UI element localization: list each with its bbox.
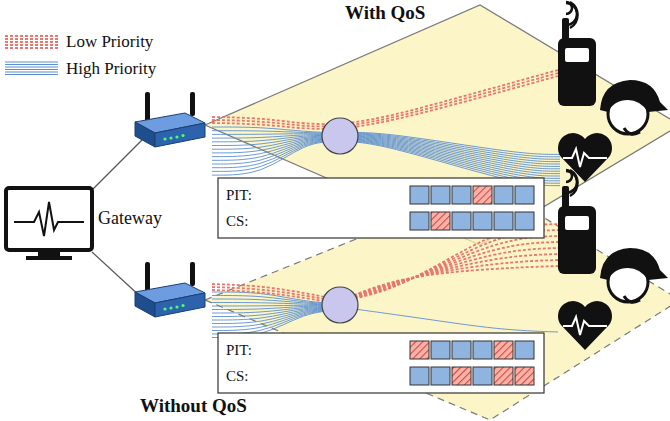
low-priority-entry [515, 367, 534, 385]
table-frame [218, 333, 544, 393]
router-icon [135, 262, 205, 317]
relay-node [322, 287, 358, 323]
high-priority-entry [452, 341, 471, 359]
low-priority-flow [340, 260, 558, 301]
table-row-label: CS: [226, 208, 536, 234]
firefighter-devices [558, 2, 668, 182]
table-row-label: CS: [226, 363, 536, 389]
low-priority-flow [212, 284, 340, 300]
region-shape [205, 5, 670, 245]
low-priority-flow [212, 76, 558, 129]
high-priority-flow [212, 303, 340, 306]
high-priority-flow [212, 296, 340, 305]
low-priority-flow [212, 287, 340, 302]
high-priority-entry [473, 341, 492, 359]
table-row-label: PIT: [226, 182, 536, 208]
low-priority-flow [340, 248, 558, 301]
low-priority-flow [340, 254, 558, 301]
table-box: PIT:CS: [218, 178, 544, 238]
legend-label: Low Priority [66, 32, 153, 52]
high-priority-entry [431, 367, 450, 385]
high-priority-flow [212, 310, 340, 334]
legend-samples [5, 36, 58, 75]
low-priority-flow [340, 230, 558, 301]
low-priority-entry [494, 367, 513, 385]
low-priority-flow [212, 70, 558, 124]
high-priority-entry [431, 341, 450, 359]
high-priority-entry [410, 212, 429, 230]
low-priority-entry [431, 212, 450, 230]
traffic-streams [212, 70, 560, 338]
table-row-label: PIT: [226, 337, 536, 363]
table-frame [218, 178, 544, 238]
gateway-label: Gateway [98, 208, 162, 229]
low-priority-flow [212, 73, 558, 126]
table-cells [410, 186, 534, 385]
low-priority-entry [410, 341, 429, 359]
legend-label: High Priority [66, 59, 156, 79]
high-priority-entry [494, 186, 513, 204]
low-priority-flow [212, 290, 340, 304]
region-title: Without QoS [140, 395, 247, 417]
firefighter-devices [558, 170, 668, 350]
high-priority-entry [452, 186, 471, 204]
high-priority-entry [515, 212, 534, 230]
table-box: PIT:CS: [218, 333, 544, 393]
high-priority-entry [410, 367, 429, 385]
high-priority-entry [452, 212, 471, 230]
high-priority-flow [212, 292, 340, 304]
high-priority-entry [473, 212, 492, 230]
high-priority-entry [515, 341, 534, 359]
low-priority-entry [473, 186, 492, 204]
high-priority-entry [431, 186, 450, 204]
region-title: With QoS [345, 2, 425, 24]
high-priority-entry [473, 367, 492, 385]
high-priority-flow [212, 309, 340, 330]
high-priority-flow [212, 299, 340, 305]
relay-node [322, 118, 358, 154]
low-priority-flow [340, 266, 558, 301]
router-icon [135, 92, 205, 147]
high-priority-flow [340, 307, 558, 332]
low-priority-entry [494, 341, 513, 359]
high-priority-entry [410, 186, 429, 204]
high-priority-entry [494, 212, 513, 230]
low-priority-flow [340, 236, 558, 301]
table-backgrounds [218, 178, 544, 393]
high-priority-entry [515, 186, 534, 204]
low-priority-flow [340, 242, 558, 301]
low-priority-entry [452, 367, 471, 385]
